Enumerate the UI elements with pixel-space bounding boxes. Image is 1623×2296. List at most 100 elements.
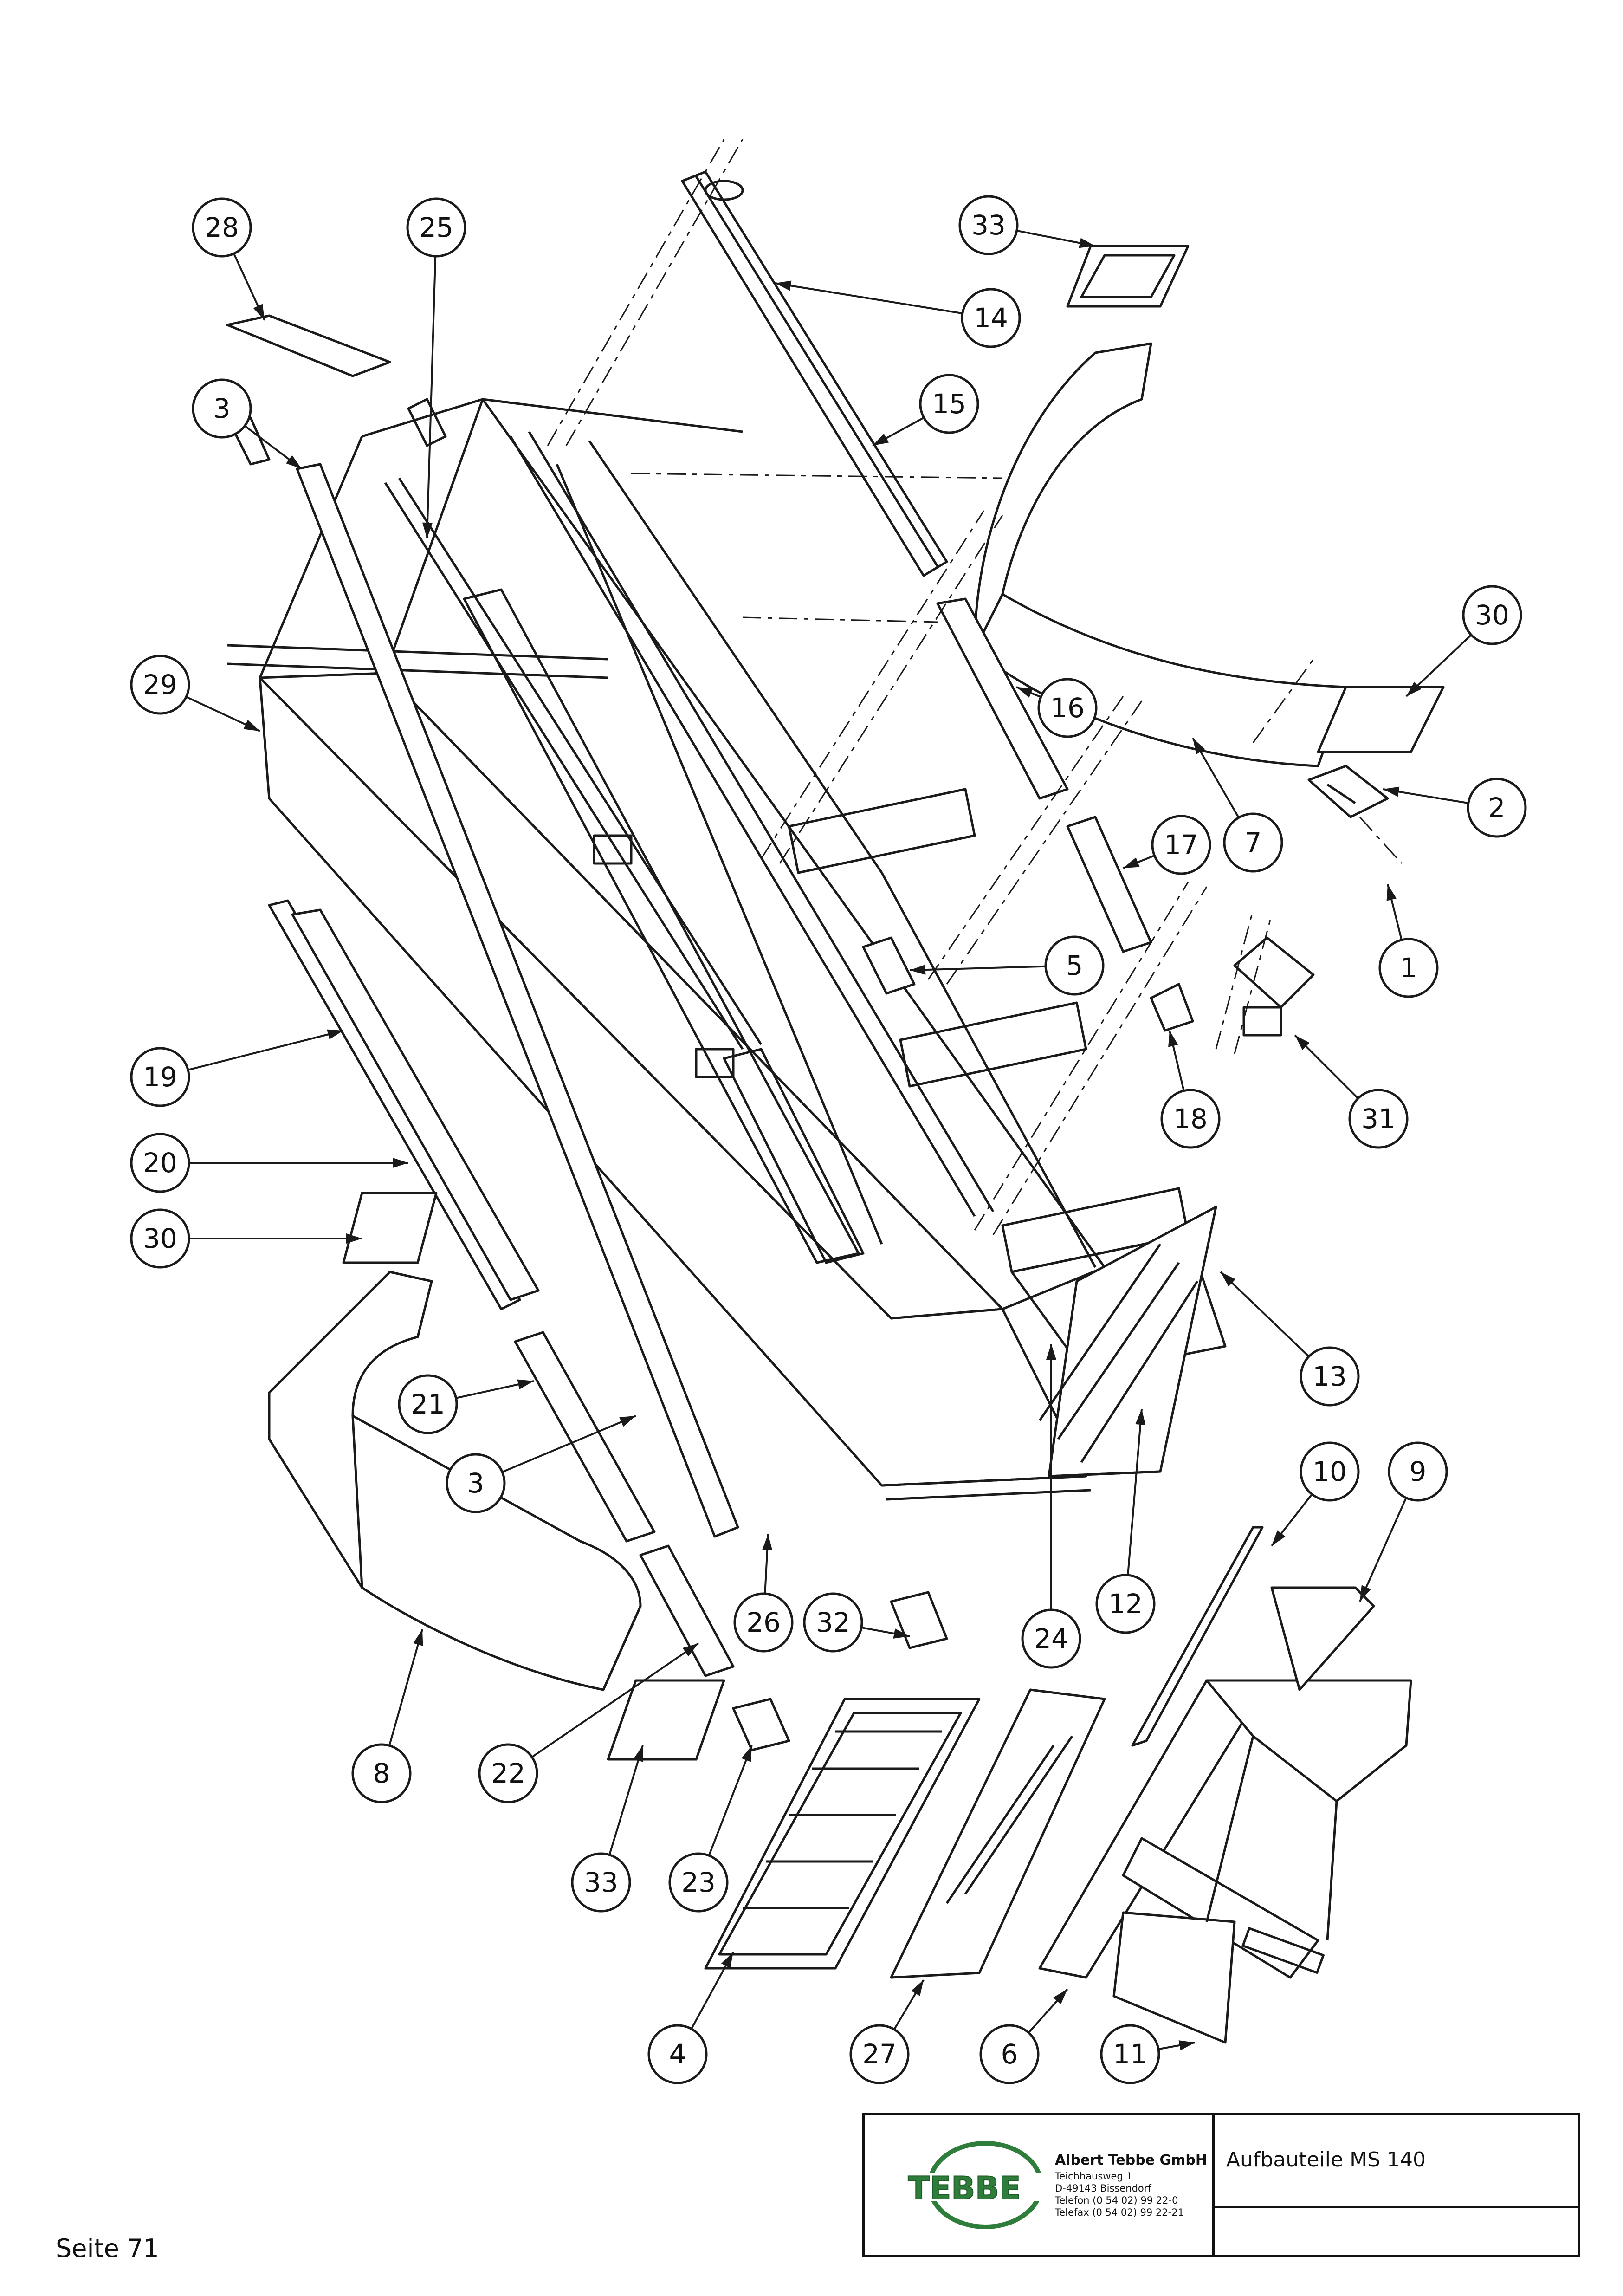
plate-30-right — [1317, 686, 1445, 753]
callout-4: 4 — [647, 1952, 734, 2084]
callout-number: 16 — [1050, 692, 1085, 724]
callout-20: 20 — [130, 1133, 408, 1193]
callout-arrowhead — [619, 1416, 636, 1427]
callout-number: 20 — [143, 1147, 177, 1179]
callout-circle — [1388, 1441, 1448, 1502]
callout-circle — [1100, 2024, 1160, 2084]
callout-leader-line — [708, 1745, 753, 1856]
callout-circle — [1021, 1608, 1081, 1669]
piece-28 — [226, 314, 391, 377]
callout-arrowhead — [1168, 1031, 1178, 1047]
plate-33-top-inner — [1080, 254, 1176, 298]
callout-arrowhead — [1193, 738, 1205, 754]
callout-32: 32 — [803, 1592, 910, 1653]
callout-16: 16 — [1016, 678, 1098, 738]
callout-circle — [1223, 812, 1283, 873]
screen-27 — [890, 1688, 1106, 1979]
callout-number: 25 — [419, 212, 453, 243]
callout-circle — [398, 1374, 458, 1434]
callout-circle — [961, 288, 1021, 348]
callout-arrowhead — [1135, 1409, 1146, 1425]
callout-19: 19 — [130, 1029, 344, 1107]
callout-circle — [130, 1047, 190, 1107]
callout-circle — [849, 2024, 910, 2084]
address-line: Teichhausweg 1 — [1055, 2170, 1132, 2182]
callout-arrowhead — [517, 1379, 534, 1390]
callout-number: 12 — [1108, 1588, 1143, 1620]
callout-circle — [1462, 585, 1522, 645]
callout-arrowhead — [1123, 857, 1140, 868]
callout-13: 13 — [1220, 1271, 1360, 1407]
callout-25: 25 — [406, 197, 466, 539]
callout-number: 4 — [669, 2038, 686, 2070]
callout-circle — [1348, 1089, 1409, 1149]
callout-26: 26 — [733, 1534, 794, 1653]
callout-arrowhead — [1360, 1585, 1371, 1602]
callout-leader-line — [1127, 1408, 1143, 1576]
callout-leader-line — [909, 965, 1046, 971]
drawing-title: Aufbauteile MS 140 — [1215, 2115, 1578, 2208]
callout-circle — [979, 2024, 1040, 2084]
callout-circle — [919, 374, 979, 434]
callout-circle — [1151, 815, 1211, 875]
callout-circle — [406, 197, 466, 258]
callout-number: 30 — [1475, 599, 1509, 631]
callout-arrowhead — [1383, 786, 1400, 797]
callout-circle — [571, 1852, 631, 1913]
callout-number: 29 — [143, 669, 177, 700]
curved-chute-right — [973, 342, 1347, 767]
callout-arrowhead — [910, 965, 926, 975]
callout-circle — [1044, 935, 1105, 996]
callout-33: 33 — [958, 195, 1096, 255]
callout-arrowhead — [422, 522, 433, 538]
callout-8: 8 — [351, 1629, 423, 1803]
piece-16 — [936, 597, 1069, 800]
callout-circle — [192, 197, 252, 258]
bracket-2 — [1307, 765, 1389, 818]
callout-number: 2 — [1488, 792, 1506, 824]
callout-arrowhead — [253, 304, 265, 320]
title-block: TEBBE Albert Tebbe GmbH Teichhausweg 1 D… — [862, 2113, 1580, 2257]
callout-circle — [1095, 1574, 1156, 1634]
callout-number: 13 — [1313, 1361, 1347, 1392]
address-line: D-49143 Bissendorf — [1055, 2182, 1151, 2194]
callout-circle — [1300, 1441, 1360, 1502]
mount-assembly — [1038, 1586, 1412, 2044]
callout-3: 3 — [446, 1415, 636, 1513]
callout-9: 9 — [1359, 1441, 1448, 1602]
callout-arrowhead — [873, 434, 889, 446]
callout-number: 23 — [681, 1867, 716, 1898]
callout-circle — [1160, 1089, 1221, 1149]
callout-number: 31 — [1361, 1103, 1396, 1135]
callout-18: 18 — [1160, 1030, 1221, 1149]
callout-arrowhead — [741, 1745, 752, 1762]
callout-arrowhead — [911, 1980, 924, 1996]
callout-leader-line — [188, 1030, 344, 1071]
company-panel: TEBBE Albert Tebbe GmbH Teichhausweg 1 D… — [865, 2115, 1215, 2255]
callout-circle — [130, 1208, 190, 1269]
callout-number: 11 — [1113, 2038, 1147, 2070]
callout-arrowhead — [413, 1629, 423, 1646]
piece-5 — [862, 936, 916, 995]
callout-number: 33 — [971, 209, 1006, 241]
callout-number: 22 — [491, 1758, 525, 1789]
plate-30-left — [342, 1192, 438, 1264]
callout-circle — [1300, 1346, 1360, 1407]
callout-number: 27 — [862, 2038, 897, 2070]
callout-arrowhead — [1295, 1035, 1310, 1050]
callout-number: 5 — [1066, 950, 1083, 981]
callout-leader-line — [388, 1629, 423, 1746]
callout-number: 3 — [467, 1467, 485, 1499]
callout-arrowhead — [1406, 681, 1422, 696]
bar-20 — [291, 908, 540, 1301]
callout-arrowhead — [1178, 2040, 1195, 2050]
callout-leader-line — [1359, 1497, 1407, 1602]
callout-27: 27 — [849, 1979, 925, 2084]
callout-number: 15 — [932, 388, 966, 420]
callout-number: 24 — [1034, 1623, 1068, 1654]
phone-line: Telefon (0 54 02) 99 22-0 — [1055, 2194, 1178, 2206]
piece-32 — [890, 1591, 948, 1649]
callout-arrowhead — [1272, 1530, 1286, 1546]
page-number: Seite 71 — [56, 2234, 159, 2263]
